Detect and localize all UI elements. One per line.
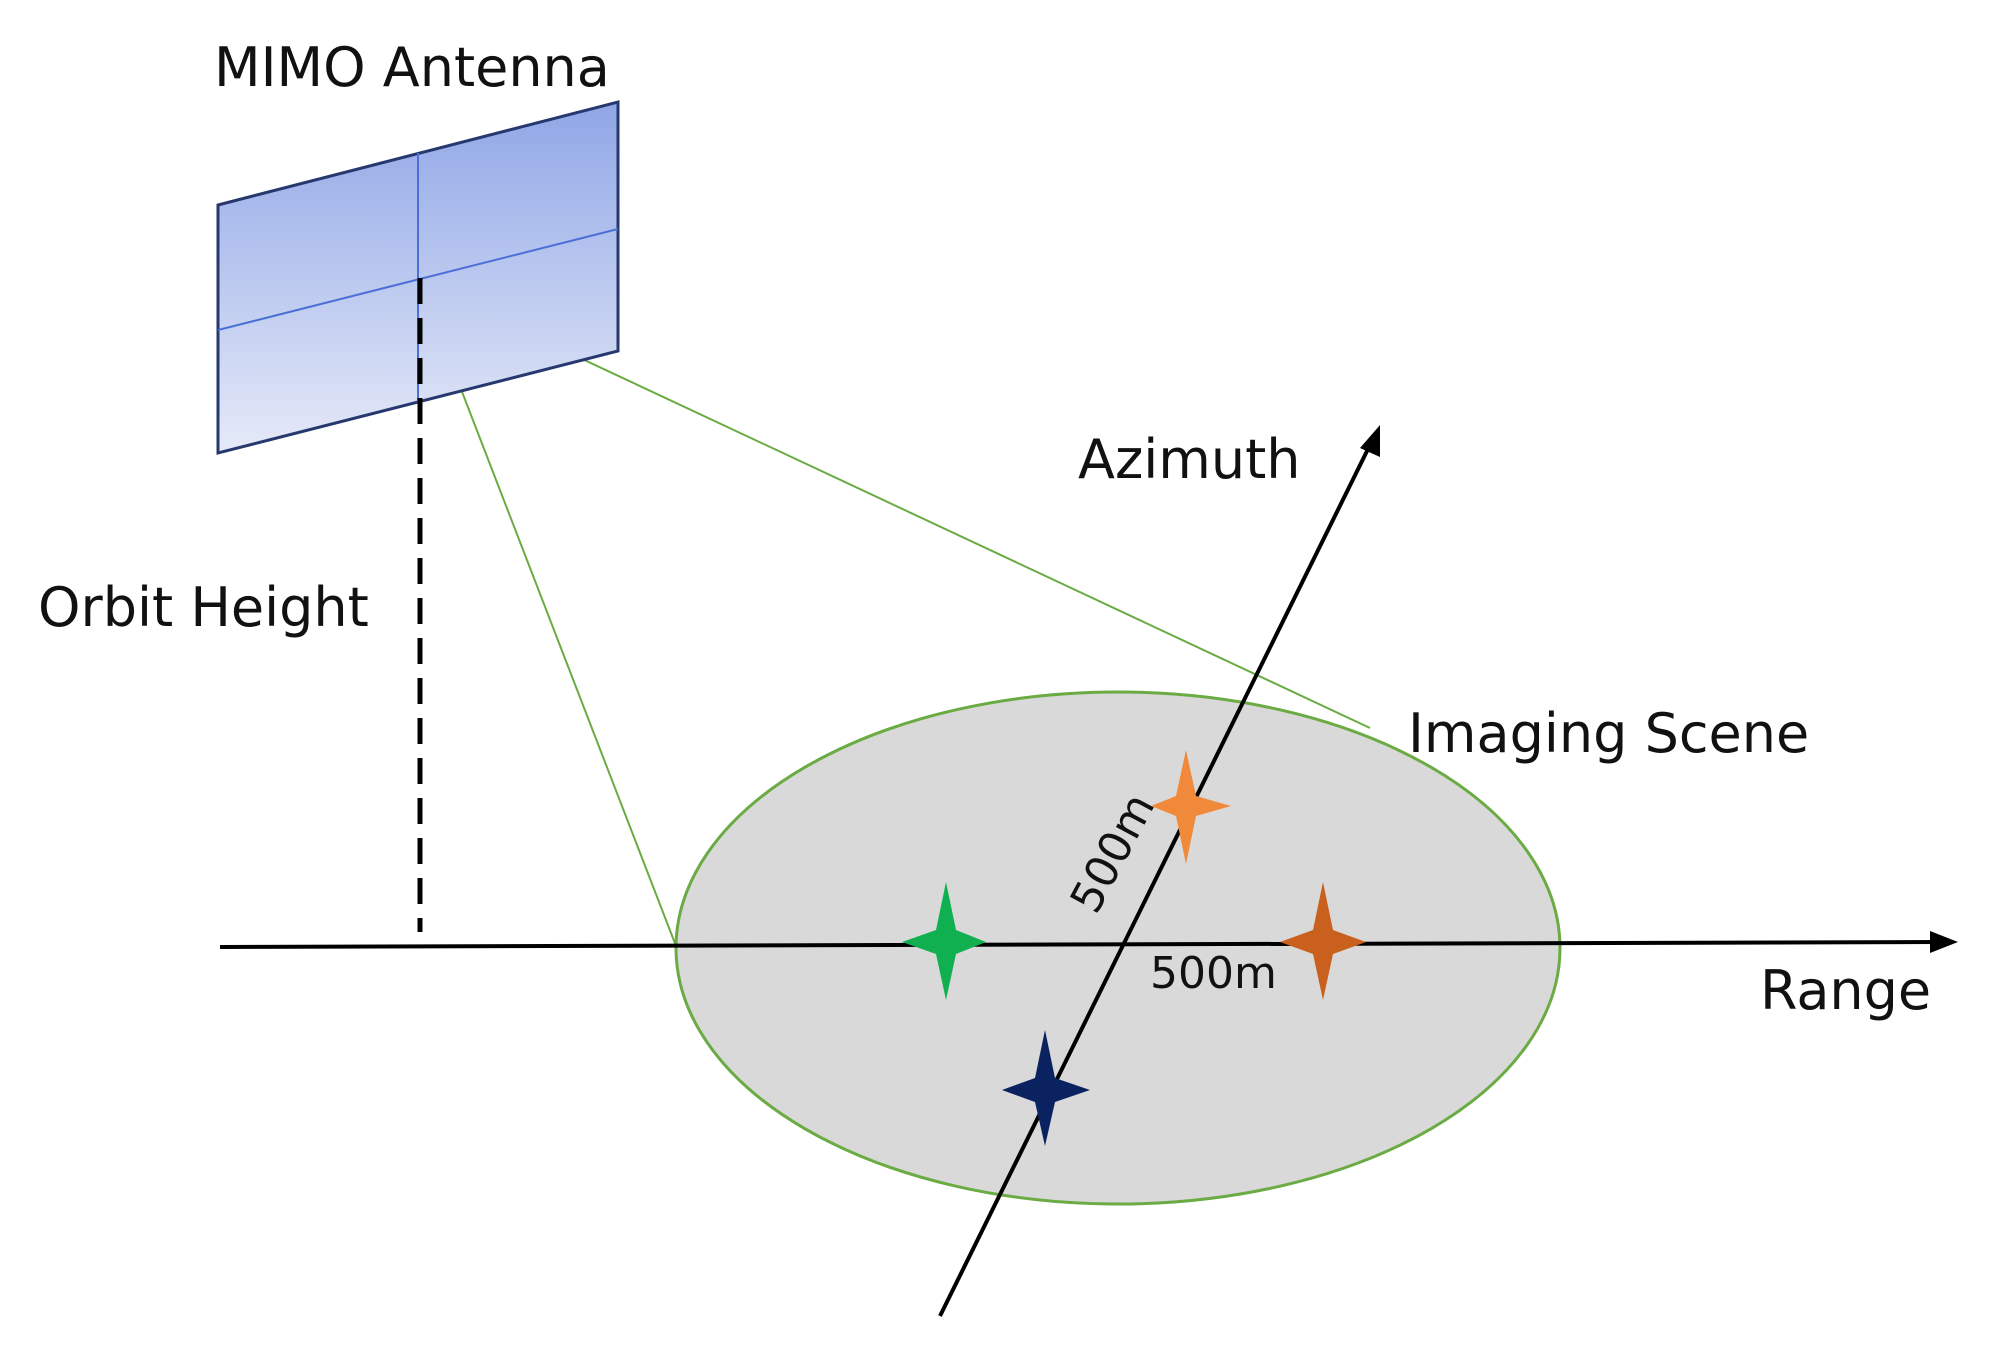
range-arrowhead (1930, 931, 1958, 953)
azimuth-arrowhead (1360, 425, 1380, 457)
target-navy-star-icon (1002, 1030, 1090, 1146)
range-label: Range (1760, 959, 1931, 1022)
imaging-scene-label: Imaging Scene (1408, 702, 1809, 765)
orbit-height-label: Orbit Height (38, 576, 369, 639)
target-green-star-icon (902, 882, 986, 1000)
target-rust-star-icon (1280, 882, 1366, 1000)
imaging-scene-ellipse (674, 690, 1562, 1206)
azimuth-axis (938, 425, 1380, 1317)
beam-line-left (419, 282, 677, 947)
range-extent-label: 500m (1150, 948, 1277, 999)
antenna-label: MIMO Antenna (214, 36, 610, 99)
range-axis (219, 931, 1958, 953)
azimuth-label: Azimuth (1078, 428, 1301, 491)
target-orange-star-icon (1151, 750, 1231, 864)
